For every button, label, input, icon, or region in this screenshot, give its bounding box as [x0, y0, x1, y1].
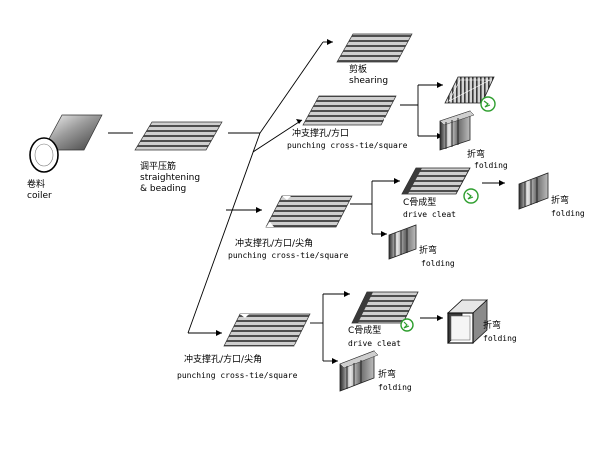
folding-marker-2 — [463, 188, 479, 204]
shearing-label-cn: 剪板 — [349, 65, 368, 75]
drive-cleat-sheet-2 — [351, 291, 419, 324]
drive-cleat-2-label-en: drive cleat — [348, 339, 401, 348]
drive-cleat-sheet-1 — [401, 167, 471, 195]
folding-marker-1 — [480, 96, 496, 112]
folded-channel-1 — [444, 76, 495, 104]
folding-3-label-en: folding — [483, 334, 517, 343]
folding-3-label-cn: 折弯 — [483, 321, 502, 331]
connector-lines — [108, 41, 505, 362]
punching-2-label-cn: 冲支撑孔/方口/尖角 — [235, 239, 314, 249]
folding-4-label-en: folding — [378, 383, 412, 392]
folded-piece-3 — [339, 350, 379, 392]
drive-cleat-1-label-en: drive cleat — [403, 210, 456, 219]
folding-1-label-cn: 折弯 — [467, 150, 486, 160]
sheared-sheet-illustration — [336, 33, 413, 63]
arrow-heads — [216, 39, 505, 364]
folded-piece-right — [518, 172, 549, 210]
folded-duct-1 — [439, 110, 475, 151]
punching-3-label-cn: 冲支撑孔/方口/尖角 — [184, 355, 263, 365]
punched-sheet-3 — [223, 313, 311, 347]
punching-1-label-en: punching cross-tie/square — [287, 141, 408, 150]
shearing-label-en: shearing — [349, 76, 389, 86]
coiler-label-cn: 卷料 — [27, 180, 46, 190]
drive-cleat-1-label-cn: C骨成型 — [403, 198, 437, 208]
folded-piece-2 — [388, 224, 417, 260]
coiler-label-en: coiler — [27, 191, 52, 201]
punching-1-label-cn: 冲支撑孔/方口 — [292, 129, 350, 139]
folding-2-label-en: folding — [421, 259, 455, 268]
straightening-label-cn: 调平压筋 — [140, 162, 177, 172]
drive-cleat-2-label-cn: C骨成型 — [348, 326, 382, 336]
coil-illustration — [29, 114, 103, 173]
folding-right-label-cn: 折弯 — [551, 196, 570, 206]
punched-sheet-2 — [265, 195, 353, 228]
folding-marker-3 — [400, 318, 414, 332]
punching-2-label-en: punching cross-tie/square — [228, 251, 349, 260]
folding-1-label-en: folding — [474, 161, 508, 170]
beaded-sheet-illustration — [134, 121, 223, 151]
folded-box-duct — [446, 299, 489, 344]
folding-right-label-en: folding — [551, 209, 585, 218]
straightening-label-en: straightening — [140, 173, 201, 183]
folding-2-label-cn: 折弯 — [419, 246, 438, 256]
beading-label-en: & beading — [140, 184, 187, 194]
folding-4-label-cn: 折弯 — [378, 370, 397, 380]
punching-3-label-en: punching cross-tie/square — [177, 371, 298, 380]
punched-sheet-1 — [302, 95, 397, 126]
